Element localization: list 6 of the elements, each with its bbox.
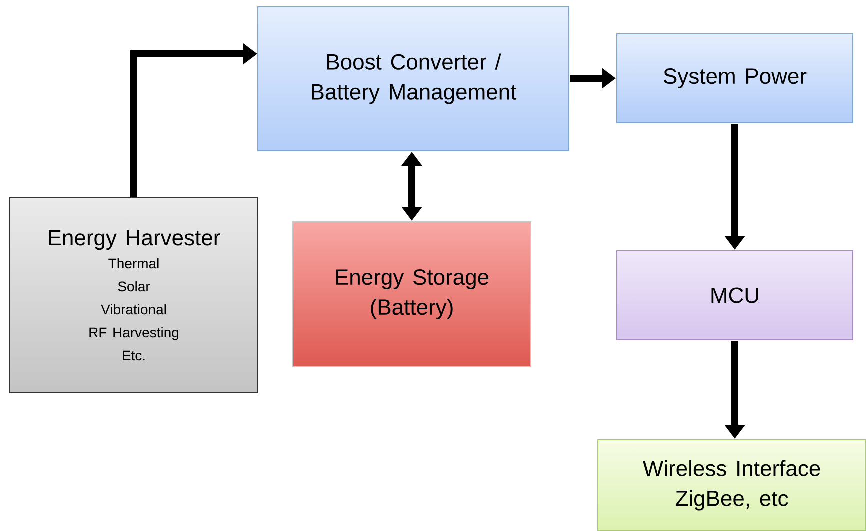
wireless-box: Wireless Interface ZigBee, etc [598, 440, 866, 531]
converter-box: Boost Converter / Battery Management [258, 6, 570, 152]
power-box: System Power [616, 34, 854, 124]
mcu-box: MCU [616, 250, 854, 340]
harvester-box: Energy Harvester Thermal Solar Vibrational RF Harvesting Etc. [10, 198, 258, 394]
storage-box: Energy Storage (Battery) [292, 222, 532, 368]
